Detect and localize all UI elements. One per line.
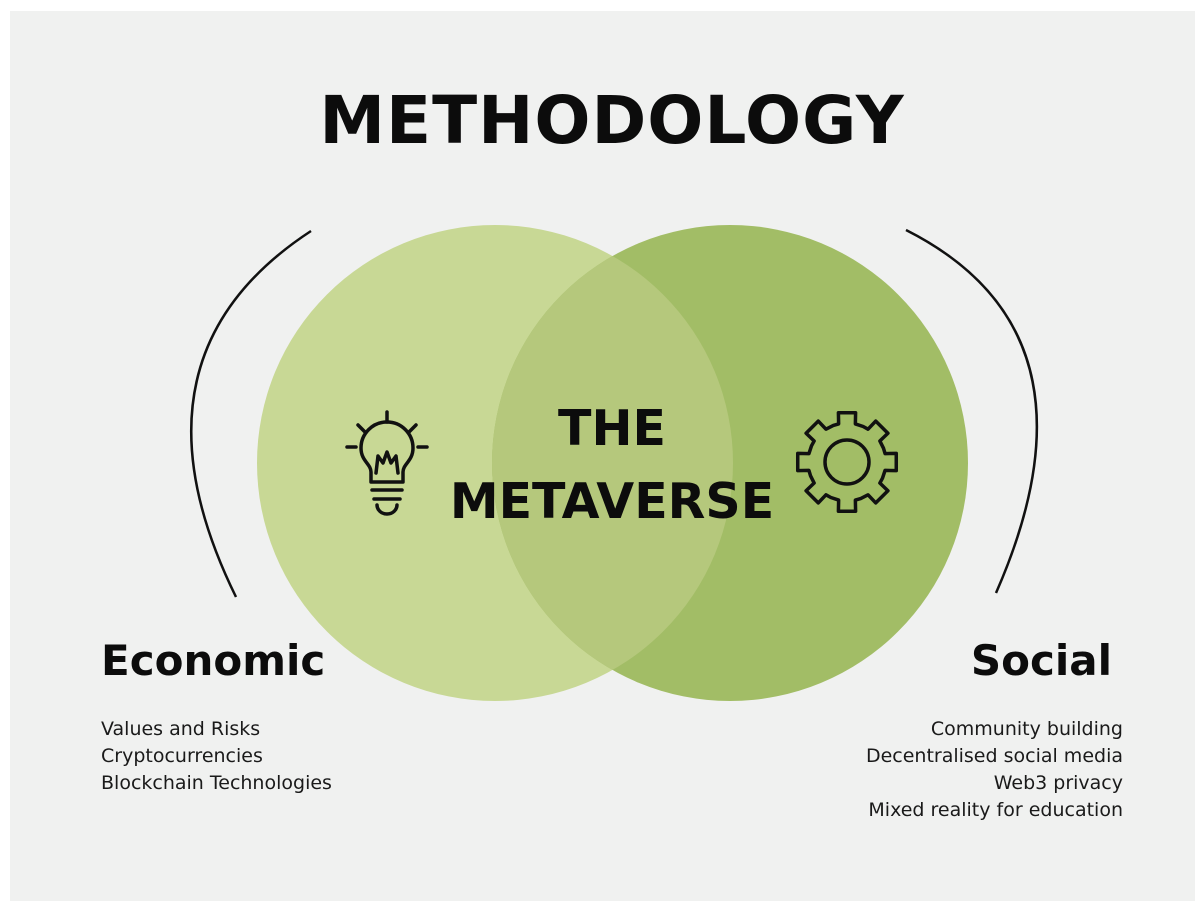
left-bracket-arc bbox=[190, 229, 312, 598]
list-item: Mixed reality for education bbox=[868, 799, 1123, 821]
overlap-region bbox=[492, 225, 733, 701]
list-item: Web3 privacy bbox=[993, 772, 1123, 794]
right-bracket-arc bbox=[905, 228, 1039, 594]
list-item: Values and Risks bbox=[101, 718, 261, 740]
center-label-line2: METAVERSE bbox=[449, 473, 775, 530]
list-item: Blockchain Technologies bbox=[101, 772, 332, 794]
economic-list: Values and Risks Cryptocurrencies Blockc… bbox=[101, 716, 332, 797]
lightbulb-icon bbox=[345, 410, 429, 516]
page-title: METHODOLOGY bbox=[319, 82, 905, 159]
center-label-line1: THE bbox=[558, 400, 666, 457]
social-list: Community building Decentralised social … bbox=[866, 716, 1123, 824]
gear-icon bbox=[795, 410, 899, 514]
economic-heading: Economic bbox=[101, 636, 326, 685]
list-item: Community building bbox=[930, 718, 1123, 740]
list-item: Cryptocurrencies bbox=[101, 745, 263, 767]
social-heading: Social bbox=[970, 636, 1112, 685]
list-item: Decentralised social media bbox=[865, 745, 1123, 767]
center-label: THE METAVERSE bbox=[433, 392, 791, 538]
